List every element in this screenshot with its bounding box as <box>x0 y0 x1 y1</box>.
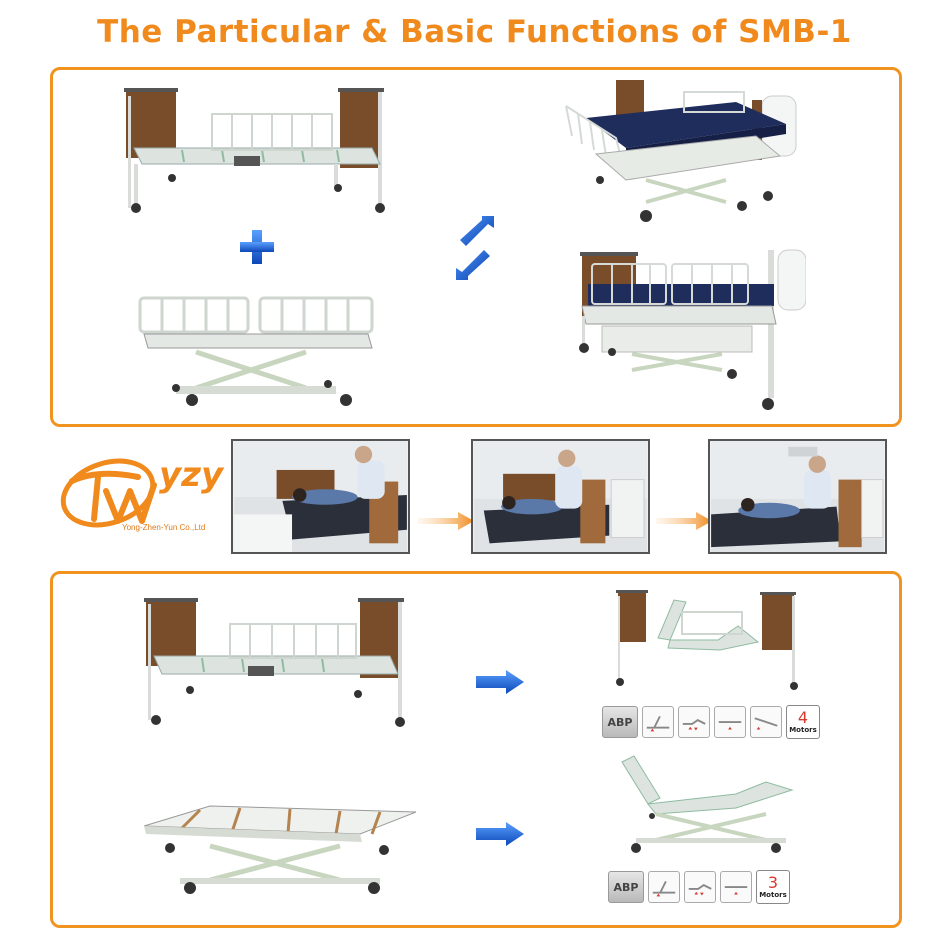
function-icons-row-2: ABP 3 Motors <box>608 870 790 904</box>
logo-wordmark: yzy <box>159 455 224 495</box>
hilo-base-image <box>136 292 376 410</box>
arrow-right-icon <box>476 822 524 846</box>
tilt-icon <box>750 706 782 738</box>
height-adjust-icon <box>720 871 752 903</box>
three-motor-raised-image <box>616 754 802 856</box>
function-icons-row-1: ABP 4 Motors <box>602 705 820 739</box>
page-title: The Particular & Basic Functions of SMB-… <box>97 14 852 50</box>
sequence-arrow-icon <box>418 510 474 532</box>
abp-badge: ABP <box>602 706 638 738</box>
swap-arrows-icon <box>452 212 498 284</box>
back-raise-icon <box>642 706 674 738</box>
lowered-bed-image <box>572 246 806 416</box>
motor-label: Motors <box>759 891 787 899</box>
bed-frame-image <box>122 86 392 216</box>
sequence-arrow-icon <box>656 510 712 532</box>
motor-count: 4 <box>797 708 809 727</box>
motor-label: Motors <box>789 726 817 734</box>
knee-raise-icon <box>678 706 710 738</box>
three-motor-bed-image <box>140 798 420 898</box>
motor-count: 3 <box>767 873 779 892</box>
four-motor-raised-image <box>608 586 800 690</box>
transfer-photo-3 <box>708 439 887 554</box>
plus-icon <box>238 228 276 266</box>
height-adjust-icon <box>714 706 746 738</box>
motor-count-badge: 3 Motors <box>756 870 790 904</box>
abp-badge: ABP <box>608 871 644 903</box>
transfer-photo-2 <box>471 439 650 554</box>
motor-count-badge: 4 Motors <box>786 705 820 739</box>
assembled-bed-image <box>556 76 802 234</box>
arrow-right-icon <box>476 670 524 694</box>
company-logo: yzy Yong-Zhen-Yun Co.,Ltd <box>48 455 228 545</box>
back-raise-icon <box>648 871 680 903</box>
four-motor-bed-image <box>140 596 412 728</box>
knee-raise-icon <box>684 871 716 903</box>
company-name: Yong-Zhen-Yun Co.,Ltd <box>122 523 206 532</box>
transfer-photo-1 <box>231 439 410 554</box>
